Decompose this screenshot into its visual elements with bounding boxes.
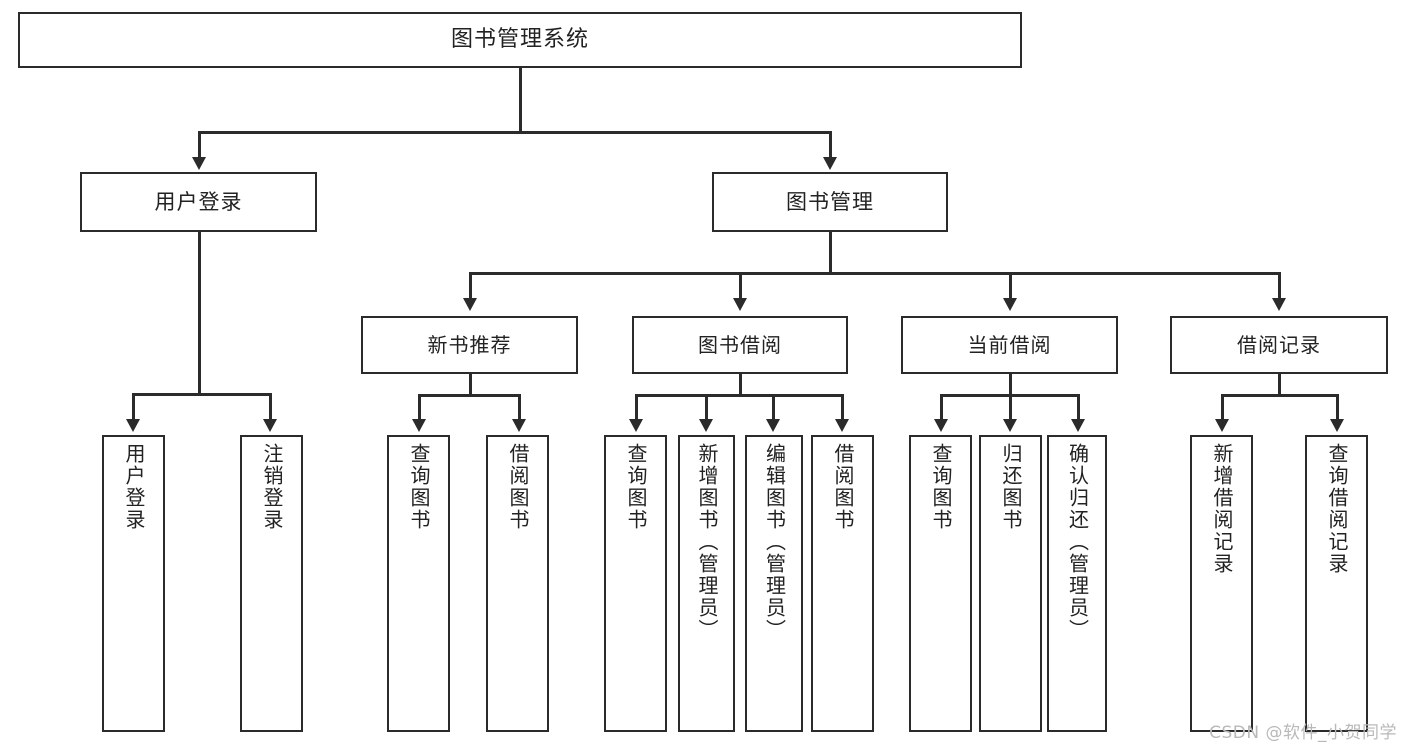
node-leaf-query-book-3-label: 查询图书 [929, 443, 953, 531]
node-book-borrow[interactable]: 图书借阅 [632, 316, 848, 374]
node-leaf-query-record[interactable]: 查询借阅记录 [1305, 435, 1368, 732]
node-leaf-add-record[interactable]: 新增借阅记录 [1190, 435, 1253, 732]
node-new-book-recommend-label: 新书推荐 [427, 332, 512, 357]
node-leaf-confirm-return[interactable]: 确认归还（管理员） [1047, 435, 1107, 732]
connector-cb-drop-3 [1077, 394, 1080, 421]
node-book-borrow-label: 图书借阅 [698, 332, 782, 357]
connector-bb-bus [635, 394, 843, 397]
connector-root-bus [198, 131, 831, 134]
connector-nbr-trunk [469, 374, 472, 396]
connector-cb-drop-1 [940, 394, 943, 421]
node-leaf-add-book[interactable]: 新增图书（管理员） [678, 435, 735, 732]
connector-book-manage-bus [469, 272, 1280, 275]
arrowhead-leaf-edit-book [766, 419, 780, 432]
arrowhead-leaf-query-book-1 [412, 419, 426, 432]
connector-bm-drop-3 [1009, 272, 1012, 300]
node-leaf-query-book-3[interactable]: 查询图书 [909, 435, 972, 732]
arrowhead-leaf-user-login [126, 419, 140, 432]
node-user-login-label: 用户登录 [154, 189, 243, 214]
node-leaf-query-book-1-label: 查询图书 [407, 443, 431, 531]
connector-bb-drop-1 [635, 394, 638, 421]
node-leaf-edit-book[interactable]: 编辑图书（管理员） [745, 435, 803, 732]
connector-bm-drop-1 [469, 272, 472, 300]
node-leaf-borrow-book-2-label: 借阅图书 [831, 443, 855, 531]
arrowhead-leaf-add-book [699, 419, 713, 432]
arrowhead-leaf-borrow-book-1 [512, 419, 526, 432]
connector-user-login-drop-1 [132, 393, 135, 421]
connector-bb-drop-3 [772, 394, 775, 421]
node-book-manage-label: 图书管理 [786, 189, 874, 214]
connector-user-login-trunk [198, 232, 201, 395]
connector-cb-trunk [1009, 374, 1012, 396]
node-new-book-recommend[interactable]: 新书推荐 [361, 316, 578, 374]
arrowhead-book-manage [823, 157, 837, 170]
csdn-watermark: CSDN @软件_小贺同学 [1209, 723, 1397, 743]
connector-bm-drop-2 [739, 272, 742, 300]
node-leaf-add-book-label: 新增图书（管理员） [695, 443, 719, 641]
arrowhead-leaf-add-record [1215, 419, 1229, 432]
connector-br-drop-1 [1221, 394, 1224, 421]
arrowhead-leaf-user-logout [263, 419, 277, 432]
node-leaf-user-login-label: 用户登录 [122, 443, 146, 531]
arrowhead-book-borrow [733, 298, 747, 311]
connector-br-drop-2 [1336, 394, 1339, 421]
node-borrow-record-label: 借阅记录 [1237, 332, 1321, 357]
connector-br-bus [1221, 394, 1338, 397]
node-leaf-edit-book-label: 编辑图书（管理员） [762, 443, 787, 641]
arrowhead-user-login [192, 157, 206, 170]
node-borrow-record[interactable]: 借阅记录 [1170, 316, 1388, 374]
node-leaf-query-book-2[interactable]: 查询图书 [604, 435, 667, 732]
node-current-borrow-label: 当前借阅 [967, 332, 1052, 357]
node-leaf-confirm-return-label: 确认归还（管理员） [1065, 443, 1090, 641]
connector-cb-drop-2 [1009, 394, 1012, 421]
arrowhead-borrow-record [1272, 298, 1286, 311]
connector-user-login-drop-2 [269, 393, 272, 421]
connector-nbr-drop-2 [518, 394, 521, 421]
connector-bb-drop-2 [705, 394, 708, 421]
node-leaf-borrow-book-1[interactable]: 借阅图书 [486, 435, 549, 732]
connector-user-login-bus [132, 393, 269, 396]
connector-bb-trunk [739, 374, 742, 396]
connector-root-to-book-manage [829, 131, 832, 159]
node-leaf-add-record-label: 新增借阅记录 [1210, 443, 1234, 575]
connector-root-to-user-login [198, 131, 201, 159]
node-leaf-user-logout-label: 注销登录 [260, 443, 284, 531]
node-root[interactable]: 图书管理系统 [18, 12, 1022, 68]
node-current-borrow[interactable]: 当前借阅 [901, 316, 1118, 374]
connector-bb-drop-4 [841, 394, 844, 421]
node-leaf-borrow-book-1-label: 借阅图书 [506, 443, 530, 531]
node-leaf-query-book-2-label: 查询图书 [624, 443, 648, 531]
connector-book-manage-trunk [829, 232, 832, 274]
connector-nbr-bus [418, 394, 520, 397]
node-leaf-query-book-1[interactable]: 查询图书 [387, 435, 450, 732]
arrowhead-leaf-borrow-book-2 [835, 419, 849, 432]
node-user-login[interactable]: 用户登录 [80, 172, 317, 232]
node-leaf-user-logout[interactable]: 注销登录 [240, 435, 303, 732]
node-root-label: 图书管理系统 [450, 27, 589, 53]
arrowhead-new-book-recommend [463, 298, 477, 311]
arrowhead-leaf-confirm-return [1071, 419, 1085, 432]
connector-nbr-drop-1 [418, 394, 421, 421]
node-leaf-user-login[interactable]: 用户登录 [102, 435, 165, 732]
connector-root-trunk [519, 68, 522, 133]
node-leaf-query-record-label: 查询借阅记录 [1325, 443, 1349, 575]
node-book-manage[interactable]: 图书管理 [712, 172, 948, 232]
node-leaf-return-book-label: 归还图书 [999, 443, 1023, 531]
arrowhead-current-borrow [1003, 298, 1017, 311]
connector-br-trunk [1278, 374, 1281, 396]
node-leaf-return-book[interactable]: 归还图书 [979, 435, 1042, 732]
arrowhead-leaf-return-book [1003, 419, 1017, 432]
arrowhead-leaf-query-record [1330, 419, 1344, 432]
connector-bm-drop-4 [1278, 272, 1281, 300]
node-leaf-borrow-book-2[interactable]: 借阅图书 [811, 435, 874, 732]
arrowhead-leaf-query-book-3 [934, 419, 948, 432]
arrowhead-leaf-query-book-2 [629, 419, 643, 432]
